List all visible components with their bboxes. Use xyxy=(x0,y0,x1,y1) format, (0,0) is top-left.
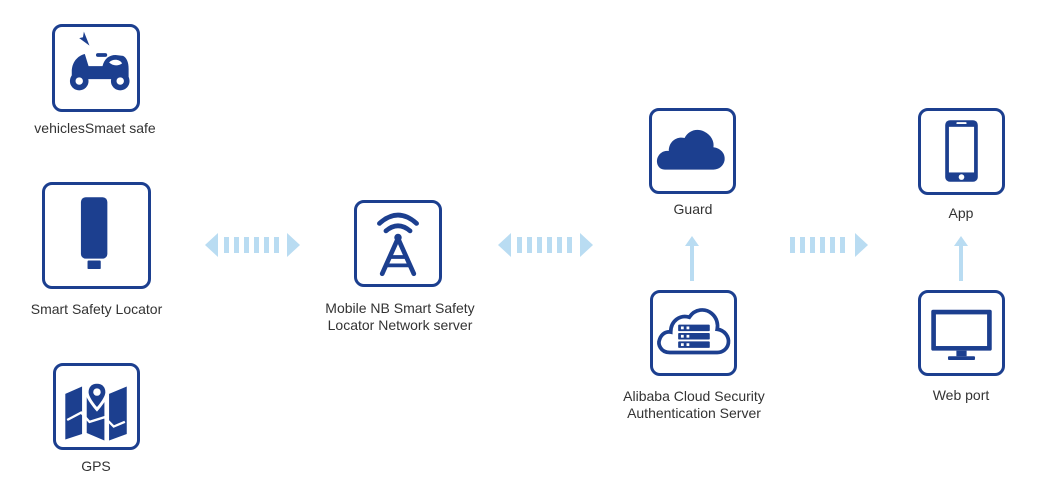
app-label: App xyxy=(948,205,974,221)
right-arrow-icon xyxy=(790,233,868,257)
gps-label: GPS xyxy=(81,458,111,474)
network-label-line1: Mobile NB Smart Safety xyxy=(325,300,475,316)
web-label: Web port xyxy=(932,387,990,403)
locator-label: Smart Safety Locator xyxy=(30,301,163,317)
locator-node xyxy=(42,182,151,289)
bidirectional-arrow-icon xyxy=(498,233,593,257)
network-node xyxy=(354,200,442,287)
network-label-line2: Locator Network server xyxy=(327,317,473,333)
cloud-server-icon xyxy=(657,308,731,355)
monitor-icon xyxy=(931,309,992,360)
alibaba-label-line2: Authentication Server xyxy=(627,405,761,421)
arrow-alibaba-guard xyxy=(684,236,700,281)
arrow-network-alibaba xyxy=(498,230,593,260)
vehicle-label: vehiclesSmaet safe xyxy=(34,120,156,136)
vehicle-node xyxy=(52,24,140,112)
arrow-alibaba-app xyxy=(790,230,868,260)
map-pin-icon xyxy=(65,379,127,441)
guard-label: Guard xyxy=(673,201,713,217)
smartphone-icon xyxy=(945,120,978,182)
guard-node xyxy=(649,108,736,194)
bidirectional-arrow-icon xyxy=(205,233,300,257)
up-arrow-icon xyxy=(954,236,968,281)
up-arrow-icon xyxy=(685,236,699,281)
signal-tower-icon xyxy=(377,212,419,277)
arrow-locator-network xyxy=(205,230,300,260)
scooter-icon xyxy=(69,31,130,91)
alibaba-label-line1: Alibaba Cloud Security xyxy=(623,388,765,404)
web-node xyxy=(918,290,1005,376)
locator-device-icon xyxy=(80,197,108,270)
app-node xyxy=(918,108,1005,195)
arrow-web-app xyxy=(953,236,969,281)
alibaba-node xyxy=(650,290,737,376)
gps-node xyxy=(53,363,140,450)
cloud-icon xyxy=(656,129,725,170)
